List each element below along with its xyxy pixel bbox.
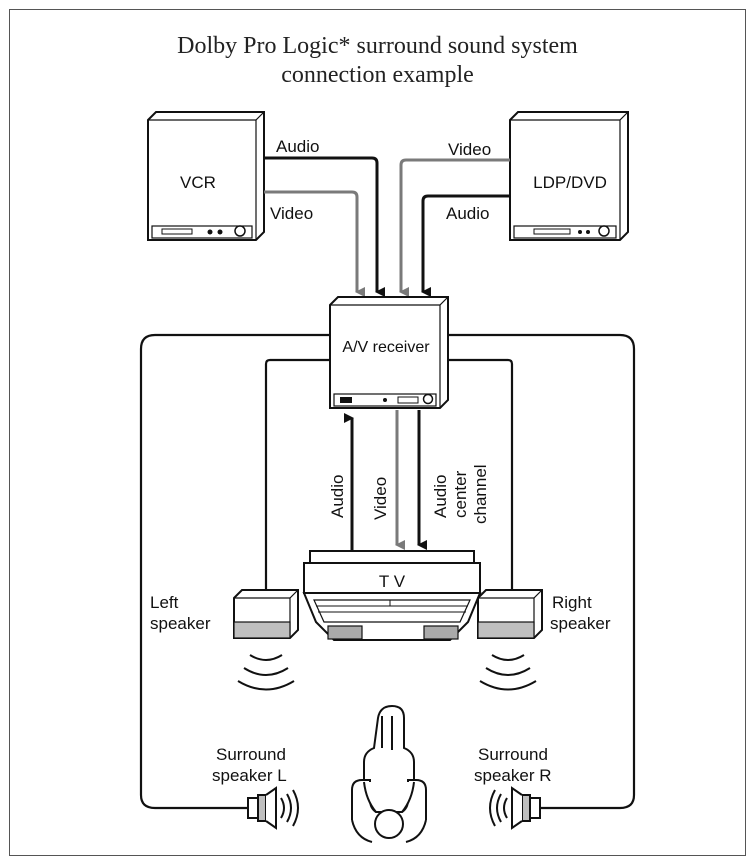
ldp-video-line [399,158,510,297]
diagram-title: Dolby Pro Logic* surround sound system c… [10,32,745,90]
tv-center-label-3: channel [471,464,490,524]
surround-wire-right [448,333,636,810]
tv-set: T V [302,550,482,641]
title-line-1: Dolby Pro Logic* surround sound system [177,33,578,59]
vcr-audio-line [264,156,385,297]
receiver-label: A/V receiver [342,339,430,356]
ldp-dvd-device: LDP/DVD [509,111,629,241]
right-speaker [477,589,543,639]
speaker-wiring [139,333,636,810]
surround-left-label-2: speaker L [212,766,287,785]
vcr-video-label: Video [270,204,313,223]
ldp-audio-line [421,194,510,297]
front-wire-left [264,358,330,590]
surround-left-label-1: Surround [216,745,286,764]
source-connections [264,156,510,297]
vcr-device: VCR [147,111,265,241]
surround-right-label-1: Surround [478,745,548,764]
tv-connections [344,410,427,550]
tv-video-label: Video [371,477,390,520]
ldp-video-label: Video [448,140,491,159]
front-wire-right [448,358,514,590]
surround-speaker-right [489,786,541,830]
vcr-audio-label: Audio [276,137,319,156]
vcr-video-line [264,190,365,297]
left-speaker-sound-waves [237,654,295,691]
tv-audio-label: Audio [328,475,347,518]
surround-right-label-2: speaker R [474,766,551,785]
left-speaker-label-1: Left [150,593,179,612]
left-speaker [233,589,299,639]
av-receiver: A/V receiver [329,296,449,409]
ldp-label: LDP/DVD [533,173,607,192]
tv-label: T V [379,572,406,591]
listener-figure [351,704,427,843]
surround-wire-left [139,333,330,810]
right-speaker-sound-waves [479,654,537,691]
right-speaker-label-2: speaker [550,614,611,633]
surround-speaker-left [247,786,299,830]
tv-center-label-2: center [451,470,470,518]
right-speaker-label-1: Right [552,593,592,612]
ldp-audio-label: Audio [446,204,489,223]
tv-center-label-1: Audio [431,475,450,518]
title-line-2: connection example [281,62,474,88]
left-speaker-label-2: speaker [150,614,211,633]
vcr-label: VCR [180,173,216,192]
